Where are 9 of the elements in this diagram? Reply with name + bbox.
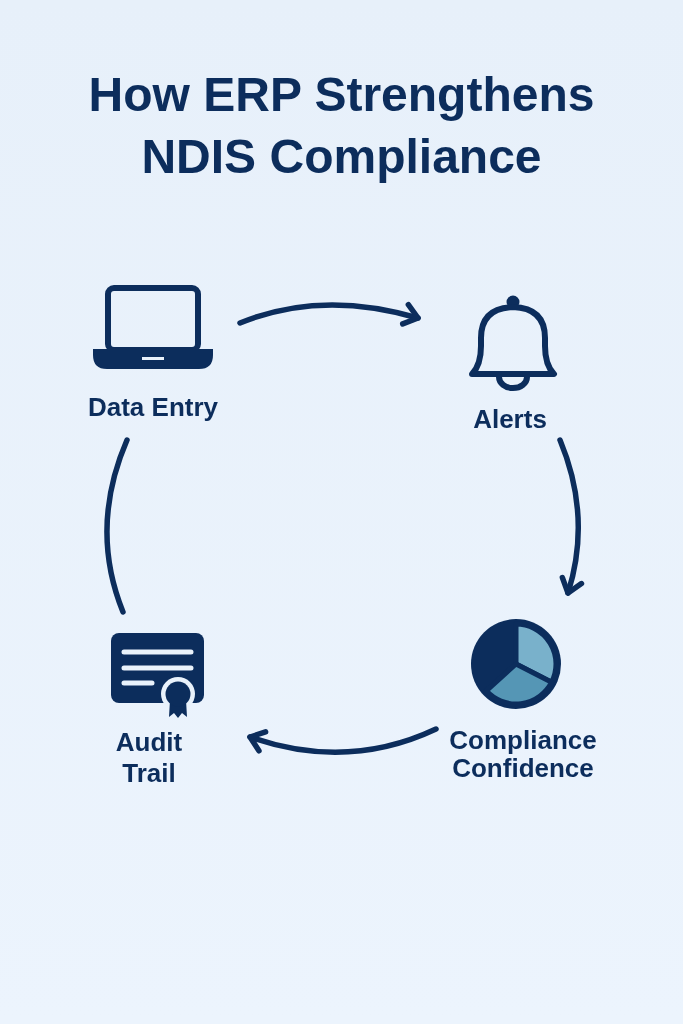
arrow xyxy=(247,726,439,755)
arrow xyxy=(237,302,421,328)
node-label: Compliance Confidence xyxy=(448,726,598,782)
node-label: Data Entry xyxy=(88,392,218,422)
node-label: Audit Trail xyxy=(114,727,184,789)
node-label: Alerts xyxy=(473,404,547,434)
title: How ERP Strengthens NDIS Compliance xyxy=(87,67,596,185)
arrow xyxy=(557,437,584,596)
connector-line xyxy=(104,437,130,615)
